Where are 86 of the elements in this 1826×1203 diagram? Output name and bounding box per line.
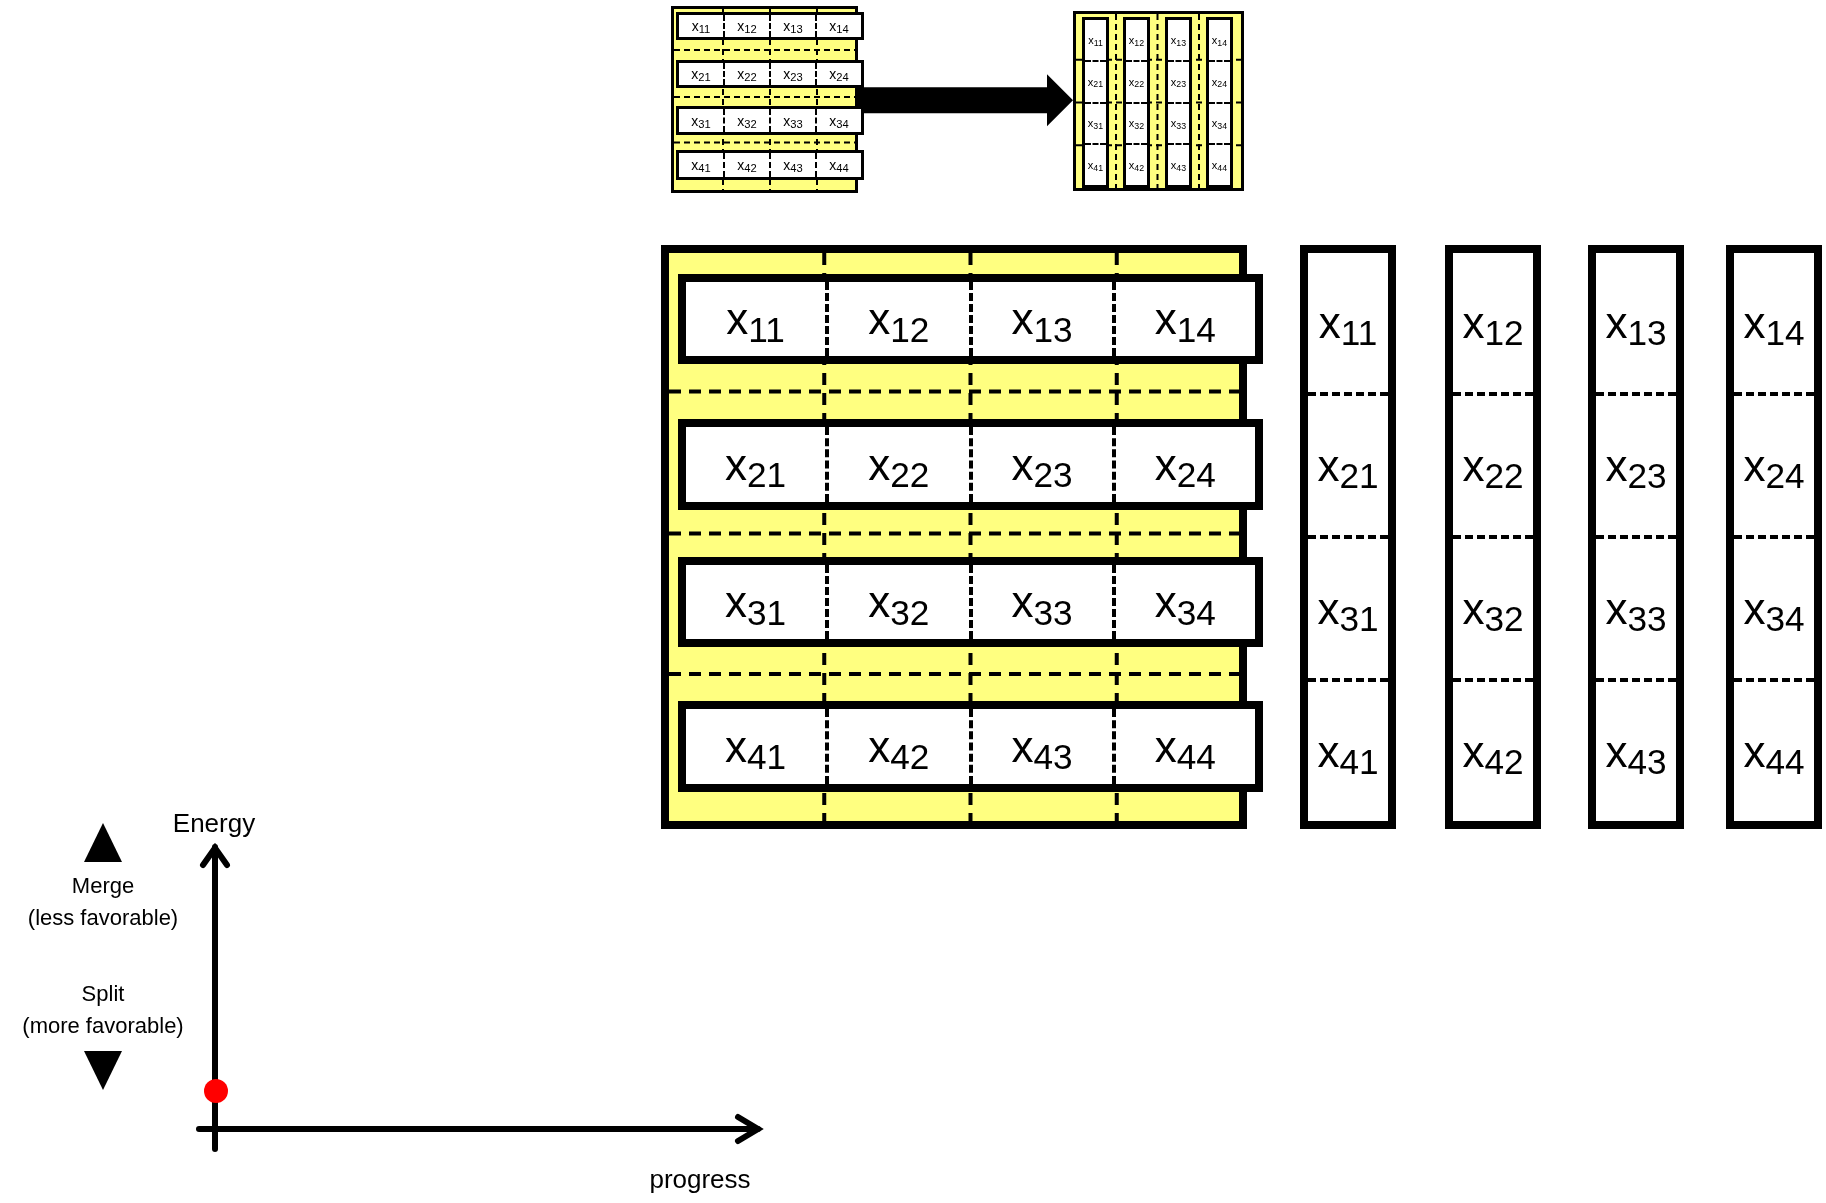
matrix-row	[676, 12, 864, 40]
matrix-entry: x$_{33}$	[1596, 535, 1676, 678]
matrix-entry: x$_{14}$	[1742, 296, 1806, 355]
matrix-entry: x$_{12}$	[1127, 32, 1146, 50]
matrix-entry: x$_{11}$	[1317, 296, 1379, 355]
matrix-entry: x$_{23}$	[1596, 392, 1676, 535]
matrix-column	[1445, 245, 1541, 829]
matrix-entry: x$_{33}$	[968, 565, 1112, 639]
matrix-entry: x$_{32}$	[1126, 101, 1147, 144]
matrix-row	[678, 701, 1263, 792]
matrix-entry: x$_{43}$	[769, 153, 815, 177]
matrix-entry: x$_{32}$	[723, 109, 769, 132]
matrix-column	[1726, 245, 1822, 829]
matrix-entry: x$_{12}$	[825, 282, 969, 356]
matrix-entry: x$_{11}$	[690, 17, 712, 37]
matrix-entry: x$_{21}$	[1308, 392, 1388, 535]
matrix-entry: x$_{32}$	[1453, 535, 1533, 678]
matrix-entry: x$_{43}$	[968, 709, 1112, 784]
matrix-entry: x$_{14}$	[1111, 282, 1255, 356]
matrix-background	[1073, 11, 1244, 191]
matrix-entry: x$_{44}$	[1209, 143, 1230, 185]
matrix-entry: x$_{23}$	[769, 63, 815, 85]
matrix-entry: x$_{24}$	[1111, 427, 1255, 502]
matrix-entry: x$_{21}$	[724, 438, 788, 497]
matrix-entry: x$_{43}$	[1168, 143, 1189, 185]
matrix-column	[1588, 245, 1684, 829]
matrix-column	[1300, 245, 1396, 829]
matrix-entry: x$_{13}$	[1169, 32, 1188, 50]
matrix-entry: x$_{31}$	[690, 111, 712, 132]
matrix-entry: x$_{42}$	[1126, 143, 1147, 185]
matrix-column	[1082, 17, 1109, 188]
matrix-entry: x$_{22}$	[723, 63, 769, 85]
matrix-column	[1206, 17, 1233, 188]
matrix-entry: x$_{11}$	[725, 293, 786, 351]
matrix-entry: x$_{41}$	[1085, 143, 1106, 185]
axis-label: progress	[649, 1163, 751, 1197]
matrix-row	[676, 150, 864, 180]
matrix-entry: x$_{23}$	[1168, 59, 1189, 102]
matrix-entry: x$_{22}$	[1453, 392, 1533, 535]
matrix-entry: x$_{31}$	[1308, 535, 1388, 678]
matrix-entry: x$_{12}$	[723, 15, 769, 37]
matrix-entry: x$_{41}$	[690, 156, 712, 177]
matrix-row	[678, 419, 1263, 510]
annotation-text: Split (more favorable)	[22, 980, 184, 1040]
matrix-entry: x$_{42}$	[825, 709, 969, 784]
matrix-entry: x$_{41}$	[1308, 678, 1388, 821]
matrix-entry: x$_{34}$	[815, 109, 861, 132]
matrix-entry: x$_{13}$	[769, 15, 815, 37]
matrix-entry: x$_{21}$	[1085, 59, 1106, 102]
matrix-entry: x$_{22}$	[825, 427, 969, 502]
matrix-entry: x$_{33}$	[1168, 101, 1189, 144]
matrix-entry: x$_{31}$	[724, 576, 788, 634]
matrix-entry: x$_{14}$	[815, 15, 861, 37]
matrix-entry: x$_{44}$	[815, 153, 861, 177]
matrix-entry: x$_{32}$	[825, 565, 969, 639]
matrix-entry: x$_{24}$	[1734, 392, 1814, 535]
matrix-entry: x$_{43}$	[1596, 678, 1676, 821]
matrix-entry: x$_{42}$	[723, 153, 769, 177]
annotation-text: Merge (less favorable)	[27, 872, 179, 932]
matrix-entry: x$_{23}$	[968, 427, 1112, 502]
matrix-entry: x$_{11}$	[1087, 32, 1104, 50]
matrix-entry: x$_{34}$	[1734, 535, 1814, 678]
matrix-entry: x$_{33}$	[769, 109, 815, 132]
matrix-entry: x$_{21}$	[690, 65, 712, 85]
matrix-entry: x$_{34}$	[1111, 565, 1255, 639]
matrix-entry: x$_{14}$	[1210, 32, 1229, 50]
matrix-row	[676, 60, 864, 88]
matrix-row	[678, 557, 1263, 647]
matrix-column	[1123, 17, 1150, 188]
matrix-entry: x$_{41}$	[724, 720, 788, 779]
matrix-entry: x$_{13}$	[968, 282, 1112, 356]
matrix-column	[1165, 17, 1192, 188]
matrix-entry: x$_{22}$	[1126, 59, 1147, 102]
matrix-entry: x$_{12}$	[1461, 296, 1525, 355]
axis-label: Energy	[172, 807, 256, 841]
matrix-entry: x$_{24}$	[1209, 59, 1230, 102]
matrix-entry: x$_{34}$	[1209, 101, 1230, 144]
matrix-row	[678, 274, 1263, 364]
matrix-entry: x$_{13}$	[1604, 296, 1668, 355]
matrix-entry: x$_{24}$	[815, 63, 861, 85]
matrix-entry: x$_{44}$	[1734, 678, 1814, 821]
arrow	[858, 74, 1073, 127]
matrix-entry: x$_{44}$	[1111, 709, 1255, 784]
matrix-row	[676, 106, 864, 135]
matrix-entry: x$_{42}$	[1453, 678, 1533, 821]
matrix-entry: x$_{31}$	[1085, 101, 1106, 144]
